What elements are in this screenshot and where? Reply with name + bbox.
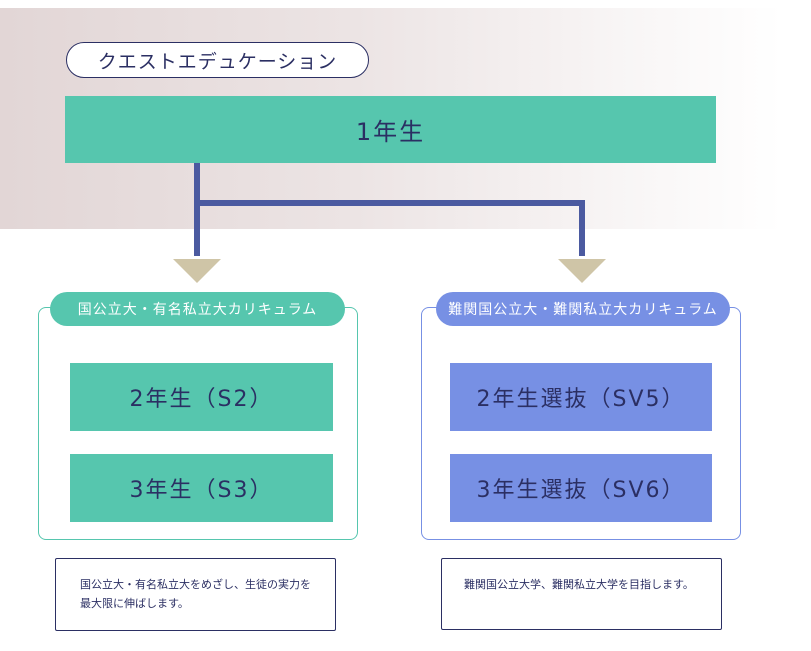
description-advanced: 難関国公立大学、難関私立大学を目指します。 bbox=[441, 558, 722, 630]
arrow-down-right-icon bbox=[558, 259, 606, 283]
description-text: 国公立大・有名私立大をめざし、生徒の実力を最大限に伸ばします。 bbox=[80, 578, 311, 610]
description-text: 難関国公立大学、難関私立大学を目指します。 bbox=[464, 578, 694, 591]
course-label: 3年生選抜（SV6） bbox=[476, 478, 686, 503]
course-box-sv6: 3年生選抜（SV6） bbox=[450, 454, 712, 522]
course-box-s3: 3年生（S3） bbox=[70, 454, 333, 522]
track-title-label: 難関国公立大・難関私立大カリキュラム bbox=[448, 302, 718, 318]
course-label: 2年生（S2） bbox=[129, 387, 274, 412]
course-box-s2: 2年生（S2） bbox=[70, 363, 333, 431]
first-year-box: 1年生 bbox=[65, 96, 716, 163]
course-label: 2年生選抜（SV5） bbox=[476, 387, 686, 412]
arrow-down-left-icon bbox=[173, 259, 221, 283]
course-box-sv5: 2年生選抜（SV5） bbox=[450, 363, 712, 431]
track-title-standard: 国公立大・有名私立大カリキュラム bbox=[50, 292, 345, 326]
course-label: 3年生（S3） bbox=[129, 478, 274, 503]
track-title-label: 国公立大・有名私立大カリキュラム bbox=[77, 302, 318, 318]
track-title-advanced: 難関国公立大・難関私立大カリキュラム bbox=[436, 292, 730, 326]
school-name-badge: クエストエデュケーション bbox=[66, 42, 369, 78]
school-name: クエストエデュケーション bbox=[97, 50, 338, 73]
description-standard: 国公立大・有名私立大をめざし、生徒の実力を最大限に伸ばします。 bbox=[55, 558, 336, 631]
first-year-label: 1年生 bbox=[355, 118, 426, 146]
branch-line bbox=[194, 163, 585, 256]
